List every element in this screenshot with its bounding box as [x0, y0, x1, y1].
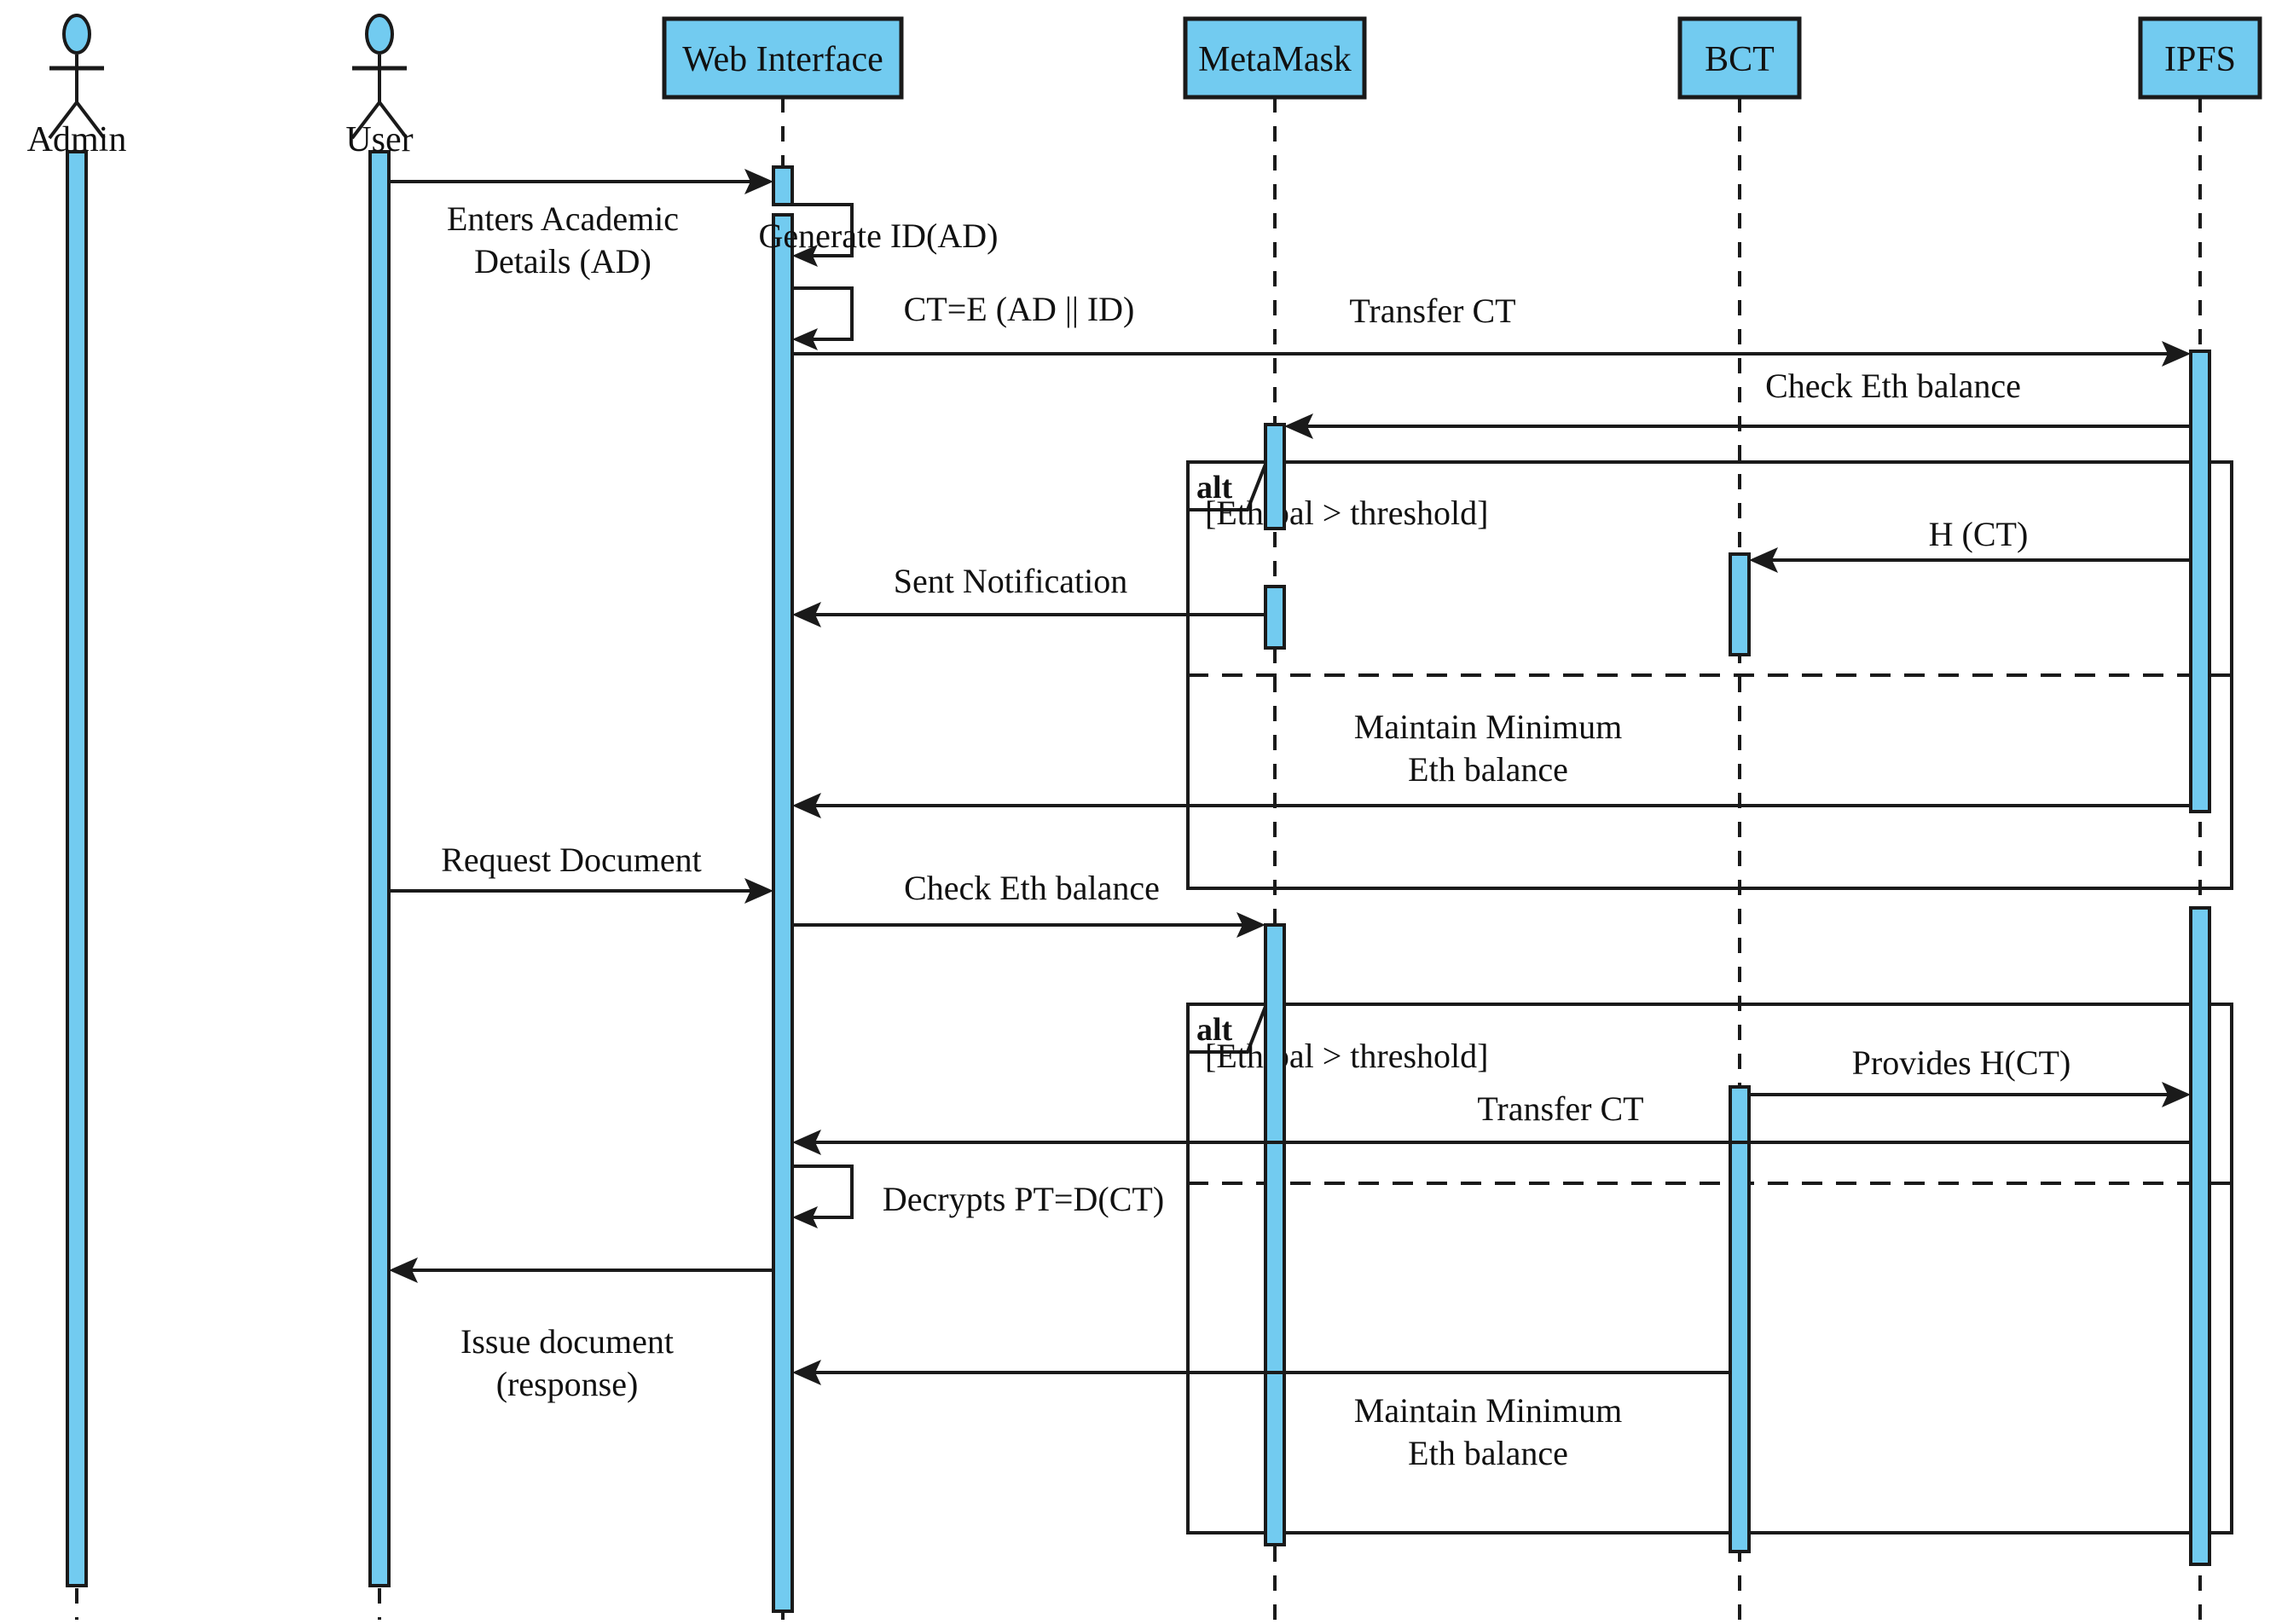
- fragment-guard-label: [Eth bal > threshold]: [1205, 1037, 1488, 1075]
- participant-label-mm: MetaMask: [1198, 40, 1352, 79]
- activation-bar-admin: [66, 150, 88, 1587]
- message-label-m11: Provides H(CT): [1852, 1043, 2071, 1082]
- actor-head-icon: [62, 14, 91, 55]
- self-message-line: [792, 203, 854, 257]
- activation-bar-user: [368, 150, 391, 1587]
- message-m14: [389, 1257, 773, 1283]
- combined-fragment-alt: alt[Eth bal > threshold]: [1186, 1003, 2233, 1534]
- participant-box-bct[interactable]: [1677, 16, 1802, 100]
- activation-bar-ipfs: [2189, 906, 2211, 1566]
- message-m7: [792, 602, 1265, 627]
- message-label-m10: Check Eth balance: [904, 869, 1160, 907]
- arrowhead: [792, 245, 818, 267]
- activation-bar-web: [772, 165, 794, 206]
- participant-bct[interactable]: BCT: [1677, 16, 1802, 100]
- messages-layer: [389, 169, 2191, 1385]
- arrowhead: [792, 602, 821, 627]
- message-m2: [792, 203, 854, 267]
- arrowhead: [744, 878, 773, 904]
- arrowhead: [2162, 341, 2191, 367]
- participant-label-ipfs: IPFS: [2164, 40, 2236, 79]
- lifelines-layer: [75, 97, 2202, 1620]
- message-label-m2: Generate ID(AD): [759, 217, 999, 255]
- arrowhead: [744, 169, 773, 194]
- arrowhead: [2162, 1082, 2191, 1107]
- message-label-m5: Check Eth balance: [1765, 367, 2021, 405]
- message-m1: [389, 169, 773, 194]
- fragment-operator-tag: [1186, 1003, 1269, 1054]
- fragment-guard-label: [Eth bal > threshold]: [1205, 494, 1488, 532]
- participant-box-mm[interactable]: [1183, 16, 1367, 100]
- fragment-border: [1186, 1003, 2233, 1534]
- message-label-m7: Sent Notification: [894, 562, 1127, 600]
- combined-fragment-alt: alt[Eth bal > threshold]: [1186, 460, 2233, 890]
- participant-label-bct: BCT: [1705, 40, 1775, 79]
- message-m5: [1284, 413, 2191, 439]
- activation-bars-layer: [66, 150, 2211, 1613]
- activation-bar-web: [772, 213, 794, 1613]
- participant-label-web: Web Interface: [682, 40, 883, 79]
- activation-bar-bct: [1729, 1085, 1751, 1553]
- participant-label-admin: Admin: [27, 120, 127, 159]
- combined-fragments-layer: alt[Eth bal > threshold]alt[Eth bal > th…: [1186, 460, 2233, 1534]
- message-label-m15: Issue document(response): [460, 1322, 674, 1403]
- message-m3: [792, 286, 854, 350]
- participant-label-user: User: [345, 120, 413, 159]
- arrowhead: [792, 328, 818, 350]
- self-message-line: [792, 286, 854, 341]
- activation-bar-mm: [1264, 585, 1286, 650]
- message-m12: [792, 1130, 2191, 1155]
- arrowhead: [792, 1206, 818, 1228]
- message-label-m4: Transfer CT: [1349, 292, 1515, 330]
- message-m9: [389, 878, 773, 904]
- participant-heads-layer: Admin User Web Interface MetaMask BCT IPFS: [27, 14, 2262, 159]
- message-m4: [792, 341, 2191, 367]
- fragment-operator-tag: [1186, 460, 1269, 511]
- participant-box-ipfs[interactable]: [2138, 16, 2262, 100]
- message-m15: [792, 1360, 1730, 1385]
- message-m8: [792, 793, 2191, 818]
- message-m10: [792, 912, 1265, 938]
- message-label-m9: Request Document: [441, 841, 702, 879]
- message-m6: [1749, 547, 2191, 573]
- arrowhead: [1236, 912, 1265, 938]
- self-message-line: [792, 1165, 854, 1219]
- fragment-operator-label: alt: [1196, 1012, 1233, 1048]
- message-label-m6: H (CT): [1929, 515, 2029, 553]
- activation-bar-bct: [1729, 552, 1751, 656]
- arrowhead: [792, 1360, 821, 1385]
- arrowhead: [1749, 547, 1778, 573]
- activation-bar-mm: [1264, 923, 1286, 1546]
- activation-bar-mm: [1264, 423, 1286, 530]
- participant-box-web[interactable]: [662, 16, 904, 100]
- activation-bar-ipfs: [2189, 350, 2211, 813]
- fragment-operator-label: alt: [1196, 470, 1233, 506]
- message-label-m13: Decrypts PT=D(CT): [883, 1180, 1164, 1218]
- message-m13: [792, 1165, 854, 1228]
- message-label-m12: Transfer CT: [1477, 1089, 1643, 1128]
- actor-admin: Admin: [27, 14, 127, 159]
- participant-web[interactable]: Web Interface: [662, 16, 904, 100]
- participant-ipfs[interactable]: IPFS: [2138, 16, 2262, 100]
- actor-head-icon: [365, 14, 394, 55]
- arrowhead: [1284, 413, 1313, 439]
- arrowhead: [389, 1257, 418, 1283]
- arrowhead: [792, 793, 821, 818]
- message-m11: [1749, 1082, 2191, 1107]
- arrowhead: [792, 1130, 821, 1155]
- participant-mm[interactable]: MetaMask: [1183, 16, 1367, 100]
- actor-user: User: [345, 14, 414, 159]
- message-label-m3: CT=E (AD || ID): [904, 290, 1135, 328]
